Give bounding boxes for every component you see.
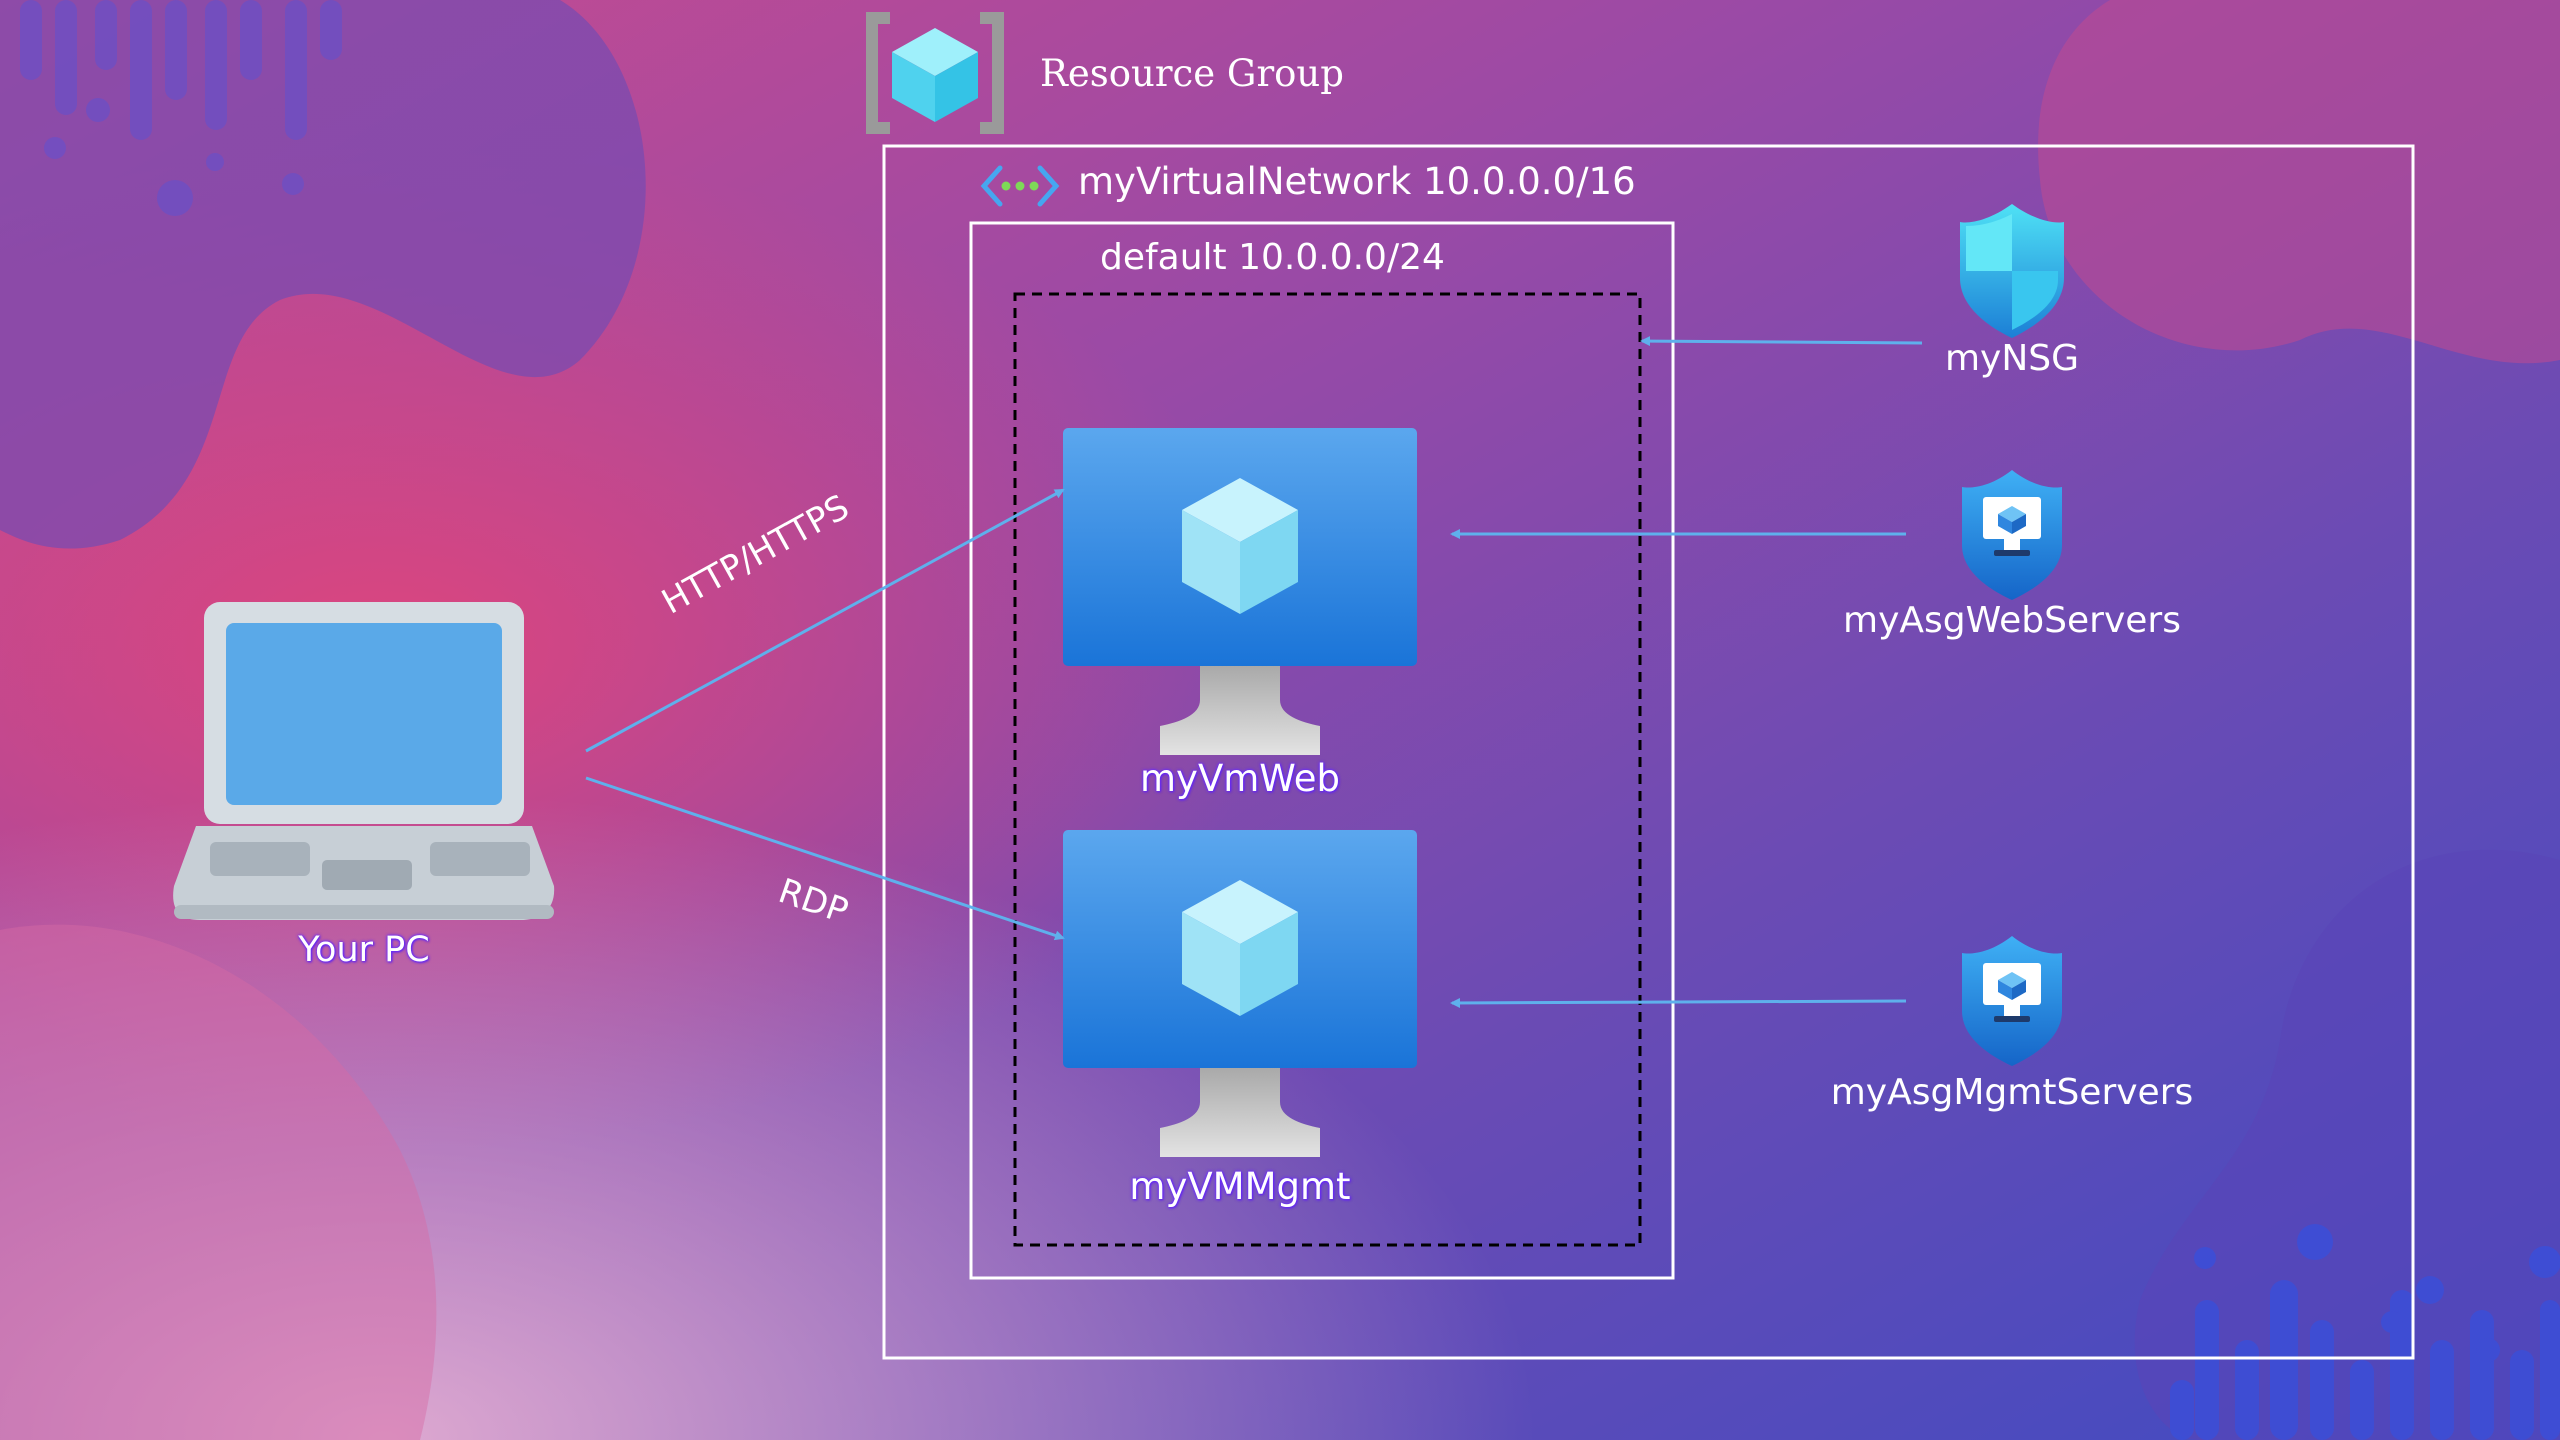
network-security-group-icon — [1960, 204, 2064, 338]
resource-group-label: Resource Group — [1040, 52, 1344, 95]
vm-mgmt-label: myVMMgmt — [1129, 1165, 1351, 1208]
virtual-network-icon — [980, 165, 1060, 207]
virtual-network-box — [882, 144, 2415, 1360]
vm-web-label: myVmWeb — [1140, 757, 1340, 800]
virtual-machine-icon — [1063, 428, 1417, 755]
connector-asg-mgmt — [1450, 997, 1907, 1008]
asg-mgmt-label: myAsgMgmtServers — [1830, 1072, 2194, 1113]
connector-rdp — [585, 776, 1065, 941]
decor-drips — [20, 0, 342, 216]
nsg-boundary-box — [1013, 292, 1642, 1247]
laptop-icon — [173, 602, 555, 920]
decor-bars — [2170, 1224, 2560, 1440]
asg-web-label: myAsgWebServers — [1843, 600, 2181, 641]
resource-group-icon — [866, 12, 1004, 134]
subnet-box — [969, 221, 1675, 1280]
application-security-group-icon — [1962, 470, 2062, 600]
connector-http — [585, 488, 1065, 753]
decor-blob-bottom-left — [0, 924, 437, 1440]
decor-blob-bottom-right — [2134, 849, 2560, 1440]
subnet-label: default 10.0.0.0/24 — [1100, 237, 1445, 278]
application-security-group-icon — [1962, 936, 2062, 1066]
connector-nsg — [1640, 336, 1923, 347]
decor-blob-top-right — [2038, 0, 2560, 364]
decor-blob-top-left — [0, 0, 646, 549]
pc-label: Your PC — [298, 930, 430, 970]
nsg-label: myNSG — [1944, 338, 2080, 379]
virtual-network-label: myVirtualNetwork 10.0.0.0/16 — [1078, 160, 1636, 203]
virtual-machine-icon — [1063, 830, 1417, 1157]
